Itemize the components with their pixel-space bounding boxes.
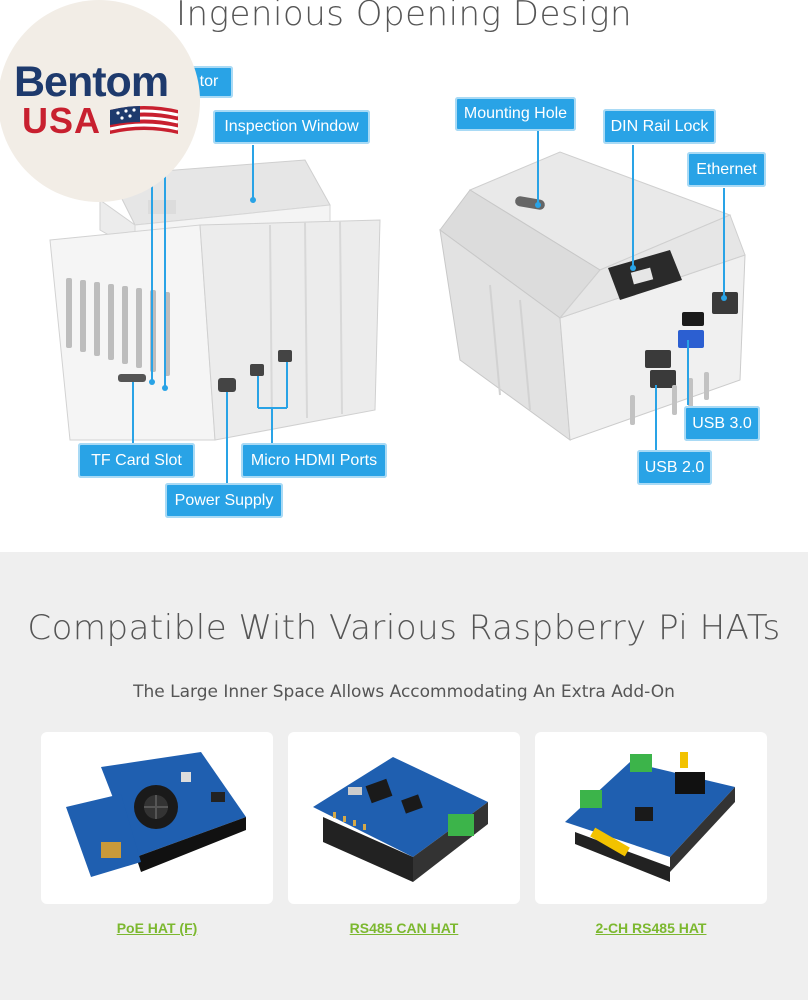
inspection-window-callout: Inspection Window bbox=[213, 110, 370, 144]
product-card-rs485-can-hat[interactable] bbox=[288, 732, 520, 904]
din-rail-lock-callout: DIN Rail Lock bbox=[603, 109, 716, 144]
usb-2-callout: USB 2.0 bbox=[637, 450, 712, 485]
product-link-2ch-rs485-hat[interactable]: 2-CH RS485 HAT bbox=[595, 920, 707, 936]
product-link-rs485-can-hat[interactable]: RS485 CAN HAT bbox=[349, 920, 459, 936]
compatible-hats-section: Compatible With Various Raspberry Pi HAT… bbox=[0, 552, 808, 1000]
mounting-hole-callout: Mounting Hole bbox=[455, 97, 576, 131]
tf-card-slot-callout: TF Card Slot bbox=[78, 443, 195, 478]
rs485-can-hat-image bbox=[313, 757, 488, 882]
case-back-view bbox=[439, 151, 746, 442]
micro-hdmi-ports-callout: Micro HDMI Ports bbox=[241, 443, 387, 478]
poe-hat-image bbox=[66, 752, 246, 877]
logo-country-text: USA bbox=[22, 100, 102, 141]
ethernet-callout: Ethernet bbox=[687, 152, 766, 187]
section-title: Ingenious Opening Design bbox=[176, 0, 632, 34]
case-diagram bbox=[49, 130, 746, 485]
logo-brand-text: Bentom bbox=[14, 58, 169, 106]
us-flag-icon bbox=[109, 106, 179, 134]
2ch-rs485-hat-image bbox=[565, 752, 735, 882]
product-card-2ch-rs485-hat[interactable] bbox=[535, 732, 767, 904]
opening-design-section: Ingenious Opening Design tor Inspection … bbox=[0, 0, 766, 518]
product-link-poe-hat[interactable]: PoE HAT (F) bbox=[116, 920, 198, 936]
case-front-view bbox=[49, 159, 381, 441]
usb-3-callout: USB 3.0 bbox=[684, 406, 760, 441]
brand-logo: Bentom USA bbox=[0, 0, 200, 202]
power-supply-callout: Power Supply bbox=[165, 483, 283, 518]
section-title: Compatible With Various Raspberry Pi HAT… bbox=[27, 608, 781, 648]
product-card-poe-hat[interactable] bbox=[41, 732, 273, 904]
section-subtitle: The Large Inner Space Allows Accommodati… bbox=[133, 682, 675, 702]
